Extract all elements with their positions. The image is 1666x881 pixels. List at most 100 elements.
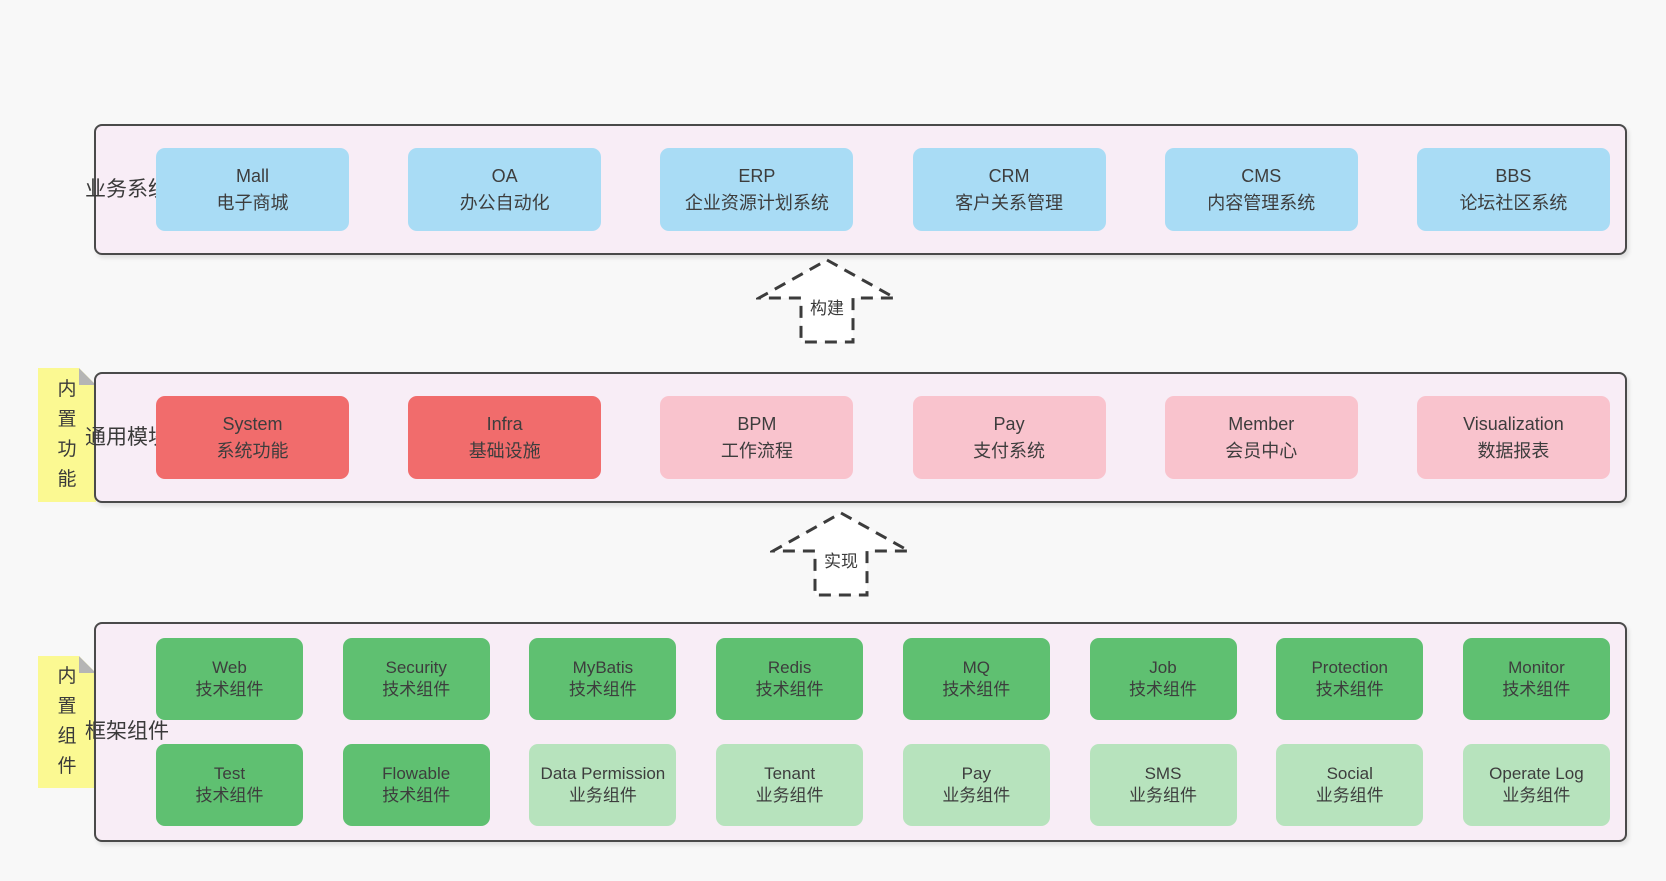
module-box: OA 办公自动化 [408, 148, 602, 231]
module-desc: 办公自动化 [459, 192, 550, 213]
module-name: Data Permission [540, 763, 666, 783]
module-desc: 工作流程 [720, 440, 793, 461]
arrow-build: 构建 [756, 257, 898, 345]
module-desc: 基础设施 [468, 440, 541, 461]
module-box: MyBatis 技术组件 [529, 638, 677, 720]
module-name: Monitor [1508, 657, 1565, 677]
module-box: SMS 业务组件 [1089, 744, 1237, 826]
module-name: Pay [993, 413, 1025, 434]
band-row-business: Test 技术组件 Flowable 技术组件 Data Permission … [156, 744, 1610, 826]
module-desc: 内容管理系统 [1207, 192, 1316, 213]
module-desc: 客户关系管理 [955, 192, 1064, 213]
module-desc: 业务组件 [755, 786, 824, 805]
module-box: Tenant 业务组件 [716, 744, 864, 826]
module-desc: 系统功能 [216, 440, 289, 461]
module-name: CRM [988, 165, 1030, 186]
module-name: OA [491, 165, 518, 186]
module-name: Security [385, 657, 447, 677]
module-box: Protection 技术组件 [1276, 638, 1424, 720]
band-label: 框架组件 [85, 720, 169, 743]
module-desc: 论坛社区系统 [1459, 192, 1568, 213]
module-box: CMS 内容管理系统 [1164, 148, 1358, 231]
band-row-technical: Web 技术组件 Security 技术组件 MyBatis 技术组件 Redi… [156, 638, 1610, 720]
module-desc: 电子商城 [216, 192, 289, 213]
module-box: Test 技术组件 [156, 744, 303, 826]
module-desc: 技术组件 [382, 680, 451, 699]
module-box: Flowable 技术组件 [342, 744, 490, 826]
module-desc: 技术组件 [1129, 680, 1198, 699]
module-box: BBS 论坛社区系统 [1416, 148, 1610, 231]
module-box: Pay 支付系统 [912, 396, 1106, 479]
band-boxes: System 系统功能 Infra 基础设施 BPM 工作流程 Pay 支付系统… [156, 374, 1610, 501]
module-box: Mall 电子商城 [156, 148, 349, 231]
module-box: Infra 基础设施 [408, 396, 602, 479]
module-name: BPM [737, 413, 777, 434]
module-box: MQ 技术组件 [902, 638, 1050, 720]
module-desc: 技术组件 [195, 680, 264, 699]
module-box: Redis 技术组件 [716, 638, 864, 720]
module-box: Monitor 技术组件 [1462, 638, 1610, 720]
module-name: Operate Log [1489, 763, 1584, 783]
module-name: Web [212, 657, 247, 677]
module-box: Web 技术组件 [156, 638, 303, 720]
module-desc: 会员中心 [1225, 440, 1298, 461]
band-common-modules: 通用模块 System 系统功能 Infra 基础设施 BPM 工作流程 Pay… [85, 372, 1627, 503]
module-box: Visualization 数据报表 [1416, 396, 1610, 479]
module-box: ERP 企业资源计划系统 [660, 148, 854, 231]
module-box: System 系统功能 [156, 396, 349, 479]
band-framework-components: 框架组件 Web 技术组件 Security 技术组件 MyBatis 技术组件… [85, 622, 1627, 842]
module-desc: 数据报表 [1477, 440, 1550, 461]
module-name: MQ [962, 657, 990, 677]
module-name: BBS [1495, 165, 1532, 186]
module-desc: 企业资源计划系统 [684, 192, 829, 213]
module-name: SMS [1144, 763, 1182, 783]
module-box: Operate Log 业务组件 [1462, 744, 1610, 826]
module-name: Social [1326, 763, 1373, 783]
module-box: Pay 业务组件 [902, 744, 1050, 826]
module-desc: 业务组件 [568, 786, 637, 805]
module-box: Job 技术组件 [1089, 638, 1237, 720]
module-desc: 支付系统 [973, 440, 1046, 461]
module-name: Redis [767, 657, 812, 677]
module-name: Tenant [764, 763, 816, 783]
tag-built-in-features: 内置功能 [38, 368, 96, 502]
module-desc: 技术组件 [1502, 680, 1571, 699]
band-label: 业务系统 [85, 177, 169, 201]
module-box: Data Permission 业务组件 [529, 744, 677, 826]
module-desc: 技术组件 [755, 680, 824, 699]
module-box: Security 技术组件 [342, 638, 490, 720]
module-name: Flowable [382, 763, 451, 783]
module-desc: 业务组件 [1502, 786, 1571, 805]
arrow-implement: 实现 [770, 510, 912, 598]
tag-label: 内置组件 [57, 666, 77, 777]
band-label: 通用模块 [85, 425, 169, 449]
module-name: MyBatis [572, 657, 634, 677]
module-desc: 技术组件 [195, 786, 264, 805]
tag-built-in-components: 内置组件 [38, 656, 96, 788]
tag-label: 内置功能 [57, 379, 77, 490]
module-name: System [222, 413, 283, 434]
module-desc: 技术组件 [382, 786, 451, 805]
module-box: Member 会员中心 [1164, 396, 1358, 479]
band-business-systems: 业务系统 Mall 电子商城 OA 办公自动化 ERP 企业资源计划系统 CRM… [85, 124, 1627, 255]
module-name: Job [1149, 657, 1177, 677]
module-box: BPM 工作流程 [660, 396, 854, 479]
module-desc: 技术组件 [1315, 680, 1384, 699]
module-desc: 技术组件 [942, 680, 1011, 699]
module-box: Social 业务组件 [1276, 744, 1424, 826]
module-name: Pay [961, 763, 991, 783]
module-name: ERP [738, 165, 776, 186]
module-box: CRM 客户关系管理 [912, 148, 1106, 231]
module-name: Visualization [1463, 413, 1564, 434]
module-desc: 业务组件 [1129, 786, 1198, 805]
arrow-label: 实现 [821, 546, 861, 572]
module-name: Member [1228, 413, 1295, 434]
module-name: CMS [1241, 165, 1282, 186]
module-desc: 技术组件 [568, 680, 637, 699]
module-name: Infra [486, 413, 523, 434]
arrow-label: 构建 [807, 293, 847, 319]
module-desc: 业务组件 [942, 786, 1011, 805]
band-rows: Web 技术组件 Security 技术组件 MyBatis 技术组件 Redi… [156, 624, 1610, 840]
module-name: Mall [235, 165, 269, 186]
module-name: Protection [1311, 657, 1388, 677]
